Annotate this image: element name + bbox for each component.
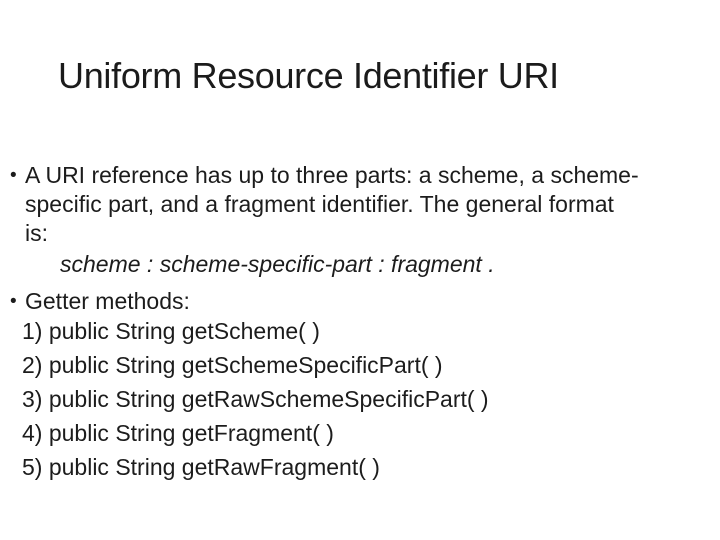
getter-methods-label: Getter methods: (25, 288, 190, 314)
getter-method-line: 2) public String getSchemeSpecificPart( … (22, 352, 443, 378)
getter-method-line: 3) public String getRawSchemeSpecificPar… (22, 386, 489, 412)
getter-method-line: 4) public String getFragment( ) (22, 420, 334, 446)
getter-method-line: 1) public String getScheme( ) (22, 318, 320, 344)
bullet-item-uri-reference: • A URI reference has up to three parts:… (10, 161, 705, 248)
bullet-icon: • (10, 291, 17, 312)
slide-title: Uniform Resource Identifier URI (58, 55, 559, 96)
uri-reference-text: A URI reference has up to three parts: a… (25, 162, 639, 246)
bullet-item-getter-methods: • Getter methods: (10, 287, 705, 316)
getter-method-line: 5) public String getRawFragment( ) (22, 454, 380, 480)
bullet-icon: • (10, 165, 17, 186)
uri-general-format-formula: scheme : scheme-specific-part : fragment… (60, 251, 495, 277)
slide-body: • A URI reference has up to three parts:… (10, 161, 705, 482)
